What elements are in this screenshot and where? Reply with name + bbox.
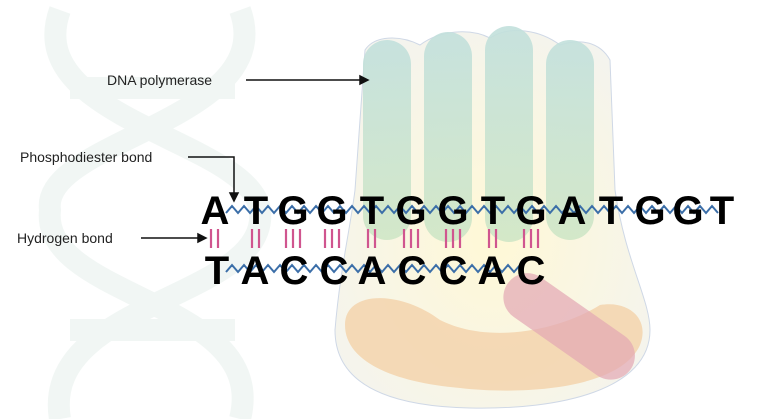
template-base: T: [243, 189, 269, 233]
template-base: G: [437, 189, 469, 233]
new-base: A: [240, 249, 270, 293]
new-base: C: [319, 249, 349, 293]
template-base: G: [672, 189, 704, 233]
dna-polymerase-shape: [334, 26, 651, 409]
template-base: T: [598, 189, 624, 233]
template-base: G: [395, 189, 427, 233]
template-base: A: [557, 189, 587, 233]
hydrogen-bonds: [209, 229, 540, 248]
new-base: A: [477, 249, 507, 293]
hydrogen-bond-label: Hydrogen bond: [17, 230, 113, 246]
new-base: A: [357, 249, 387, 293]
label-arrows: [141, 74, 370, 244]
new-base: C: [516, 249, 546, 293]
template-base: G: [515, 189, 547, 233]
template-base: T: [709, 189, 735, 233]
template-base: T: [480, 189, 506, 233]
template-base: G: [316, 189, 348, 233]
template-base: G: [634, 189, 666, 233]
new-base: C: [397, 249, 427, 293]
new-base: C: [438, 249, 468, 293]
dna-polymerase-label: DNA polymerase: [107, 72, 213, 88]
template-base: T: [359, 189, 385, 233]
template-base: G: [277, 189, 309, 233]
phosphodiester-bond-label: Phosphodiester bond: [20, 149, 153, 165]
new-base: C: [279, 249, 309, 293]
template-base: A: [200, 189, 230, 233]
new-base: T: [204, 249, 230, 293]
phosphodiester-backbone: [225, 204, 719, 274]
